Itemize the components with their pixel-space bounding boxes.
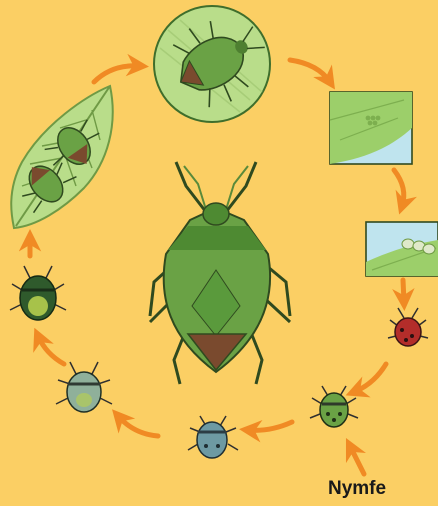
egg-closeup-icon (366, 222, 438, 276)
pointer-arrow-nymph (350, 446, 364, 474)
arrow-blue-nymph-to-grey-nymph (118, 416, 158, 436)
arrow-leaf-panel-to-egg-panel (394, 170, 404, 206)
nymph-label: Nymfe (328, 478, 386, 500)
eggs-on-leaf-icon (330, 92, 412, 164)
arrow-green-nymph-to-blue-nymph (248, 422, 292, 430)
green-nymph-icon (310, 386, 358, 427)
adult-shield-bug-icon (150, 162, 290, 384)
arrow-circle-to-leaf-panel (290, 60, 330, 82)
dark-green-nymph-icon (10, 266, 66, 320)
red-nymph-icon (388, 308, 428, 346)
mating-bugs-on-leaf-icon (10, 86, 112, 228)
arrow-grey-nymph-to-dark-nymph (38, 336, 64, 364)
arrow-egg-panel-to-red-nymph (403, 280, 404, 302)
blue-nymph-icon (188, 416, 238, 458)
arrow-red-nymph-to-green-nymph (354, 364, 386, 392)
adult-bug-in-circle-icon (154, 1, 280, 122)
arrow-mating-to-circle (94, 66, 140, 82)
grey-green-nymph-icon (56, 362, 112, 412)
